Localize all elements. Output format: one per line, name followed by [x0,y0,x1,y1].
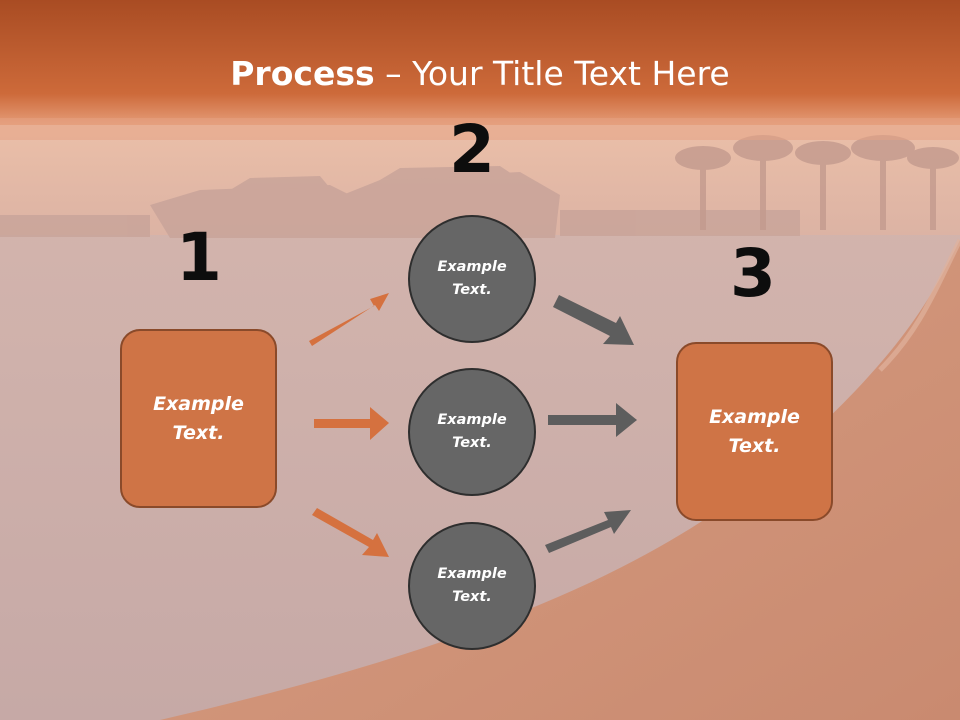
orange-arrow-up [309,293,389,346]
right-process-box: Example Text. [676,342,833,521]
right-box-text: Example Text. [709,405,800,457]
slide-title: Process – Your Title Text Here [0,52,960,96]
gray-arrow-right [548,403,637,437]
step-number-3: 3 [730,235,776,312]
orange-arrow-down [312,508,389,557]
circle-text: Example Text. [437,566,507,605]
title-bold: Process [230,54,375,93]
left-box-text: Example Text. [153,392,244,444]
step-number-2: 2 [449,111,495,188]
gray-arrow-down [553,295,634,345]
circle-text: Example Text. [437,412,507,451]
process-circle-bottom: Example Text. [408,522,536,650]
step-number-1: 1 [176,219,222,296]
process-circle-middle: Example Text. [408,368,536,496]
left-process-box: Example Text. [120,329,277,508]
process-circle-top: Example Text. [408,215,536,343]
title-rest: – Your Title Text Here [374,54,730,93]
orange-arrow-right [314,407,389,440]
gray-arrow-up [545,510,631,553]
circle-text: Example Text. [437,259,507,298]
